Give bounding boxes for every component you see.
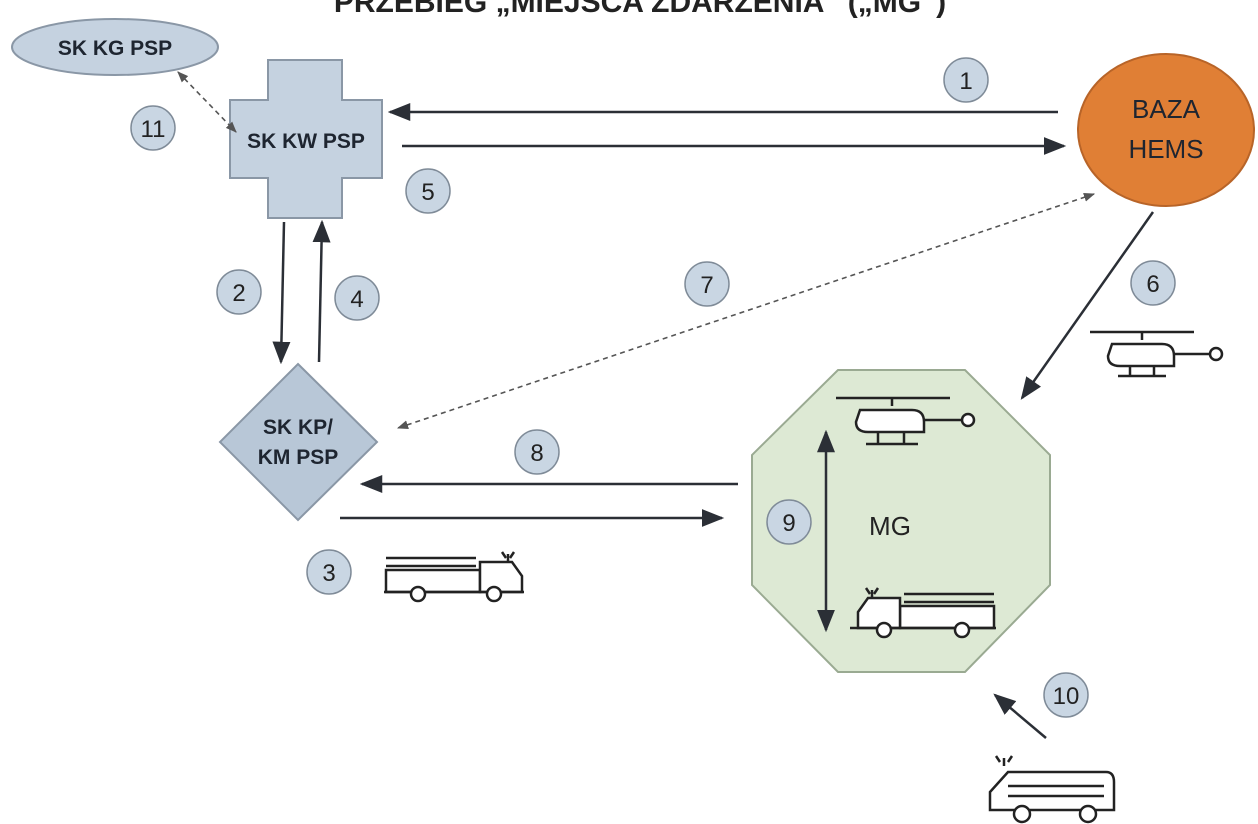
svg-text:6: 6 <box>1146 271 1159 298</box>
helicopter-icon <box>1090 330 1224 378</box>
svg-text:5: 5 <box>421 179 434 206</box>
node-sk-kg-psp: SK KG PSP <box>11 18 219 76</box>
node-label: SK KW PSP <box>247 130 365 153</box>
ambulance-icon <box>988 755 1116 824</box>
svg-text:9: 9 <box>782 510 795 537</box>
node-baza-hems: BAZA HEMS <box>1077 53 1255 207</box>
step-badge-1: 1 <box>943 57 989 103</box>
fire-truck-icon <box>384 551 524 603</box>
svg-text:1: 1 <box>959 68 972 95</box>
arrow-7 <box>396 192 1096 430</box>
step-badge-10: 10 <box>1043 672 1089 718</box>
arrow-4 <box>312 219 331 363</box>
arrow-6 <box>1020 211 1155 400</box>
dashed-arrows <box>177 71 1096 430</box>
svg-text:7: 7 <box>700 272 713 299</box>
node-label: KM PSP <box>258 446 339 469</box>
step-badges: 1 2 3 4 5 6 7 8 9 10 11 <box>130 57 1176 718</box>
svg-text:11: 11 <box>141 116 166 143</box>
svg-text:10: 10 <box>1053 683 1080 710</box>
step-badge-2: 2 <box>216 269 262 315</box>
arrow-10 <box>993 693 1047 739</box>
step-badge-4: 4 <box>334 275 380 321</box>
node-sk-kp-km-psp: SK KP/ KM PSP <box>218 362 379 522</box>
arrow-2 <box>272 221 291 365</box>
node-label: SK KP/ <box>263 416 333 439</box>
step-badge-7: 7 <box>684 261 730 307</box>
svg-text:4: 4 <box>350 286 363 313</box>
step-badge-9: 9 <box>766 499 812 545</box>
step-badge-6: 6 <box>1130 260 1176 306</box>
step-badge-5: 5 <box>405 168 451 214</box>
fire-truck-icon <box>850 587 996 639</box>
step-badge-8: 8 <box>514 429 560 475</box>
node-label: BAZA <box>1132 94 1201 124</box>
node-sk-kw-psp: SK KW PSP <box>229 59 383 219</box>
node-label: SK KG PSP <box>58 37 172 60</box>
helicopter-icon <box>836 396 976 446</box>
svg-text:2: 2 <box>232 280 245 307</box>
step-badge-3: 3 <box>306 549 352 595</box>
node-label: HEMS <box>1128 134 1203 164</box>
step-badge-11: 11 <box>130 105 176 151</box>
diagram-title: PRZEBIEG „MIEJSCA ZDARZENIA” („MG”) <box>334 0 946 19</box>
arrow-11 <box>177 71 237 133</box>
svg-text:3: 3 <box>322 560 335 587</box>
node-label: MG <box>869 511 911 541</box>
svg-text:8: 8 <box>530 440 543 467</box>
